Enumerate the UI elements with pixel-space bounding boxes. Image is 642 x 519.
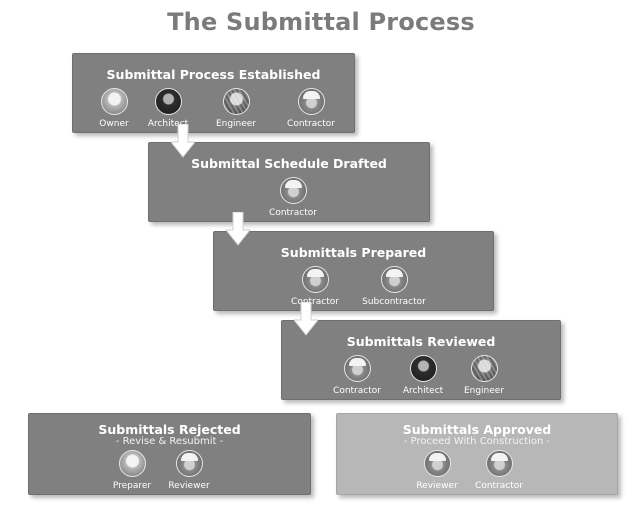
role-label: Contractor [269, 208, 317, 218]
contractor-avatar-icon [297, 88, 325, 115]
role-label: Contractor [333, 386, 381, 396]
reviewer-avatar-icon [175, 450, 203, 477]
role-label: Subcontractor [362, 297, 426, 307]
person-engineer: Engineer [447, 355, 521, 396]
outcome-subtitle: - Revise & Resubmit - [115, 436, 224, 447]
person-architect: Architect [386, 355, 460, 396]
role-label: Contractor [287, 119, 335, 129]
step-title: Submittals Reviewed [346, 334, 496, 349]
step-submittals-prepared: Submittals Prepared Contractor Subcontra… [213, 231, 494, 311]
role-label: Engineer [463, 386, 505, 396]
person-contractor: Contractor [256, 177, 330, 218]
outcome-approved: Submittals Approved - Proceed With Const… [336, 413, 618, 495]
down-arrow-icon [226, 212, 250, 246]
person-reviewer: Reviewer [152, 450, 226, 491]
role-label: Contractor [291, 297, 339, 307]
step-title: Submittals Prepared [280, 245, 427, 260]
outcome-title: Submittals Rejected [98, 422, 241, 437]
person-contractor: Contractor [462, 450, 536, 491]
person-subcontractor: Subcontractor [357, 266, 431, 307]
role-label: Preparer [112, 481, 152, 491]
reviewer-avatar-icon [423, 450, 451, 477]
person-contractor: Contractor [274, 88, 348, 129]
outcome-subtitle: - Proceed With Construction - [403, 436, 551, 447]
contractor-avatar-icon [279, 177, 307, 204]
role-label: Engineer [215, 119, 257, 129]
role-label: Architect [402, 386, 444, 396]
owner-avatar-icon [100, 88, 128, 115]
role-label: Reviewer [168, 481, 210, 491]
person-reviewer: Reviewer [400, 450, 474, 491]
outcome-rejected: Submittals Rejected - Revise & Resubmit … [28, 413, 311, 495]
person-owner: Owner [77, 88, 151, 129]
contractor-avatar-icon [343, 355, 371, 382]
down-arrow-icon [294, 302, 318, 336]
person-engineer: Engineer [199, 88, 273, 129]
outcome-title: Submittals Approved [402, 422, 552, 437]
step-submittals-reviewed: Submittals Reviewed Contractor Architect… [281, 320, 561, 400]
person-preparer: Preparer [95, 450, 169, 491]
role-label: Owner [99, 119, 129, 129]
person-contractor: Contractor [320, 355, 394, 396]
step-process-established: Submittal Process Established Owner Arch… [72, 53, 355, 133]
architect-avatar-icon [409, 355, 437, 382]
architect-avatar-icon [154, 88, 182, 115]
step-title: Submittal Process Established [106, 67, 321, 82]
contractor-avatar-icon [485, 450, 513, 477]
subcontractor-avatar-icon [380, 266, 408, 293]
person-contractor: Contractor [278, 266, 352, 307]
engineer-avatar-icon [222, 88, 250, 115]
person-architect: Architect [131, 88, 205, 129]
contractor-avatar-icon [301, 266, 329, 293]
role-label: Reviewer [416, 481, 458, 491]
role-label: Architect [147, 119, 189, 129]
page-title: The Submittal Process [167, 8, 475, 36]
down-arrow-icon [171, 124, 195, 158]
role-label: Contractor [475, 481, 523, 491]
step-schedule-drafted: Submittal Schedule Drafted Contractor [148, 142, 430, 222]
engineer-avatar-icon [470, 355, 498, 382]
preparer-avatar-icon [118, 450, 146, 477]
step-title: Submittal Schedule Drafted [191, 156, 387, 171]
